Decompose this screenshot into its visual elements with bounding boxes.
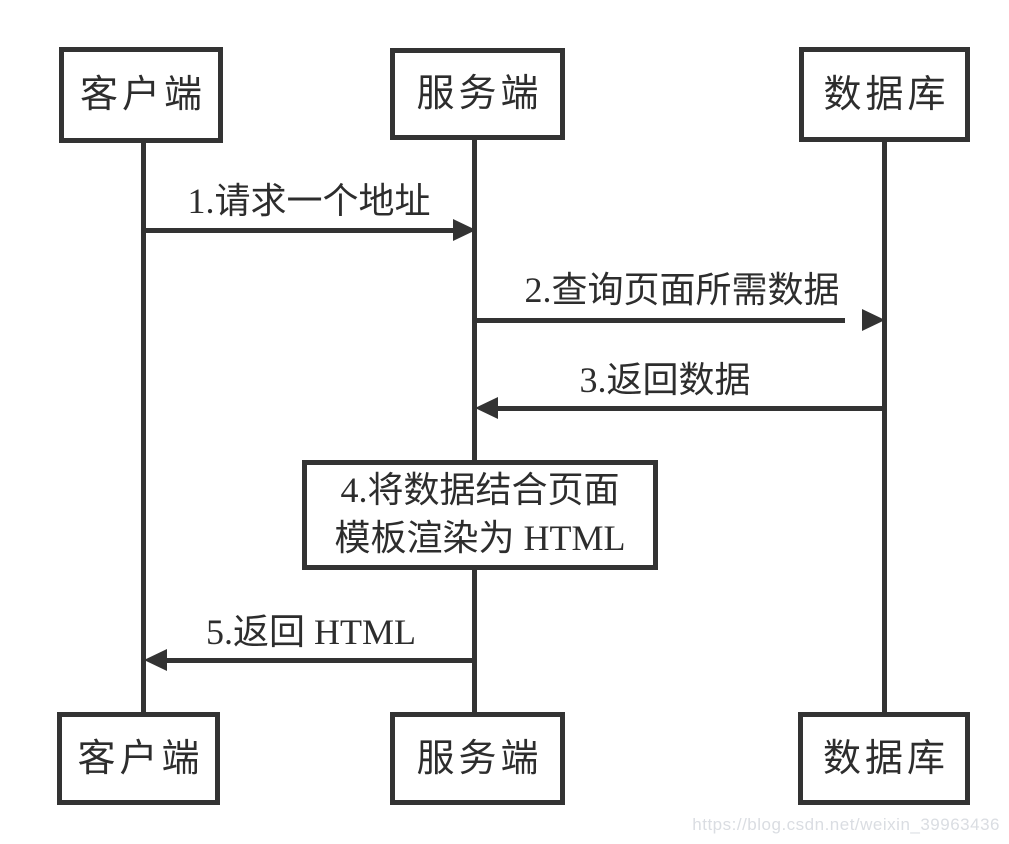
note-line-1: 4.将数据结合页面 [340, 470, 620, 511]
actor-box-database-top: 数据库 [799, 47, 970, 142]
arrowhead-left-icon [144, 649, 167, 671]
lifeline-server [472, 139, 477, 712]
lifeline-client [141, 142, 146, 712]
arrowhead-right-icon [453, 219, 476, 241]
actor-box-client-bottom: 客户端 [57, 712, 220, 805]
actor-box-client-top: 客户端 [59, 47, 223, 143]
message-2-label: 2.查询页面所需数据 [524, 270, 840, 310]
message-2-arrow-line [475, 318, 845, 323]
note-box-render-html: 4.将数据结合页面 模板渲染为 HTML [302, 460, 658, 570]
actor-box-database-bottom: 数据库 [798, 712, 970, 805]
actor-label-database-bottom: 数据库 [822, 737, 949, 780]
message-1-label: 1.请求一个地址 [187, 181, 431, 221]
actor-box-server-bottom: 服务端 [390, 712, 565, 805]
actor-box-server-top: 服务端 [390, 48, 565, 140]
message-3-arrow-line [496, 406, 885, 411]
actor-label-client-top: 客户端 [79, 74, 206, 116]
arrowhead-right-icon [862, 309, 885, 331]
actor-label-server-top: 服务端 [416, 73, 543, 115]
arrowhead-left-icon [475, 397, 498, 419]
actor-label-client-bottom: 客户端 [77, 737, 204, 780]
lifeline-database [882, 141, 887, 712]
message-5-label: 5.返回 HTML [206, 612, 416, 652]
watermark-url: https://blog.csdn.net/weixin_39963436 [692, 815, 1000, 834]
message-3-label: 3.返回数据 [579, 360, 751, 400]
actor-label-server-bottom: 服务端 [416, 737, 543, 780]
actor-label-database-top: 数据库 [823, 73, 950, 116]
message-5-arrow-line [165, 658, 475, 663]
note-line-2: 模板渲染为 HTML [334, 518, 626, 558]
message-1-arrow-line [144, 228, 456, 233]
